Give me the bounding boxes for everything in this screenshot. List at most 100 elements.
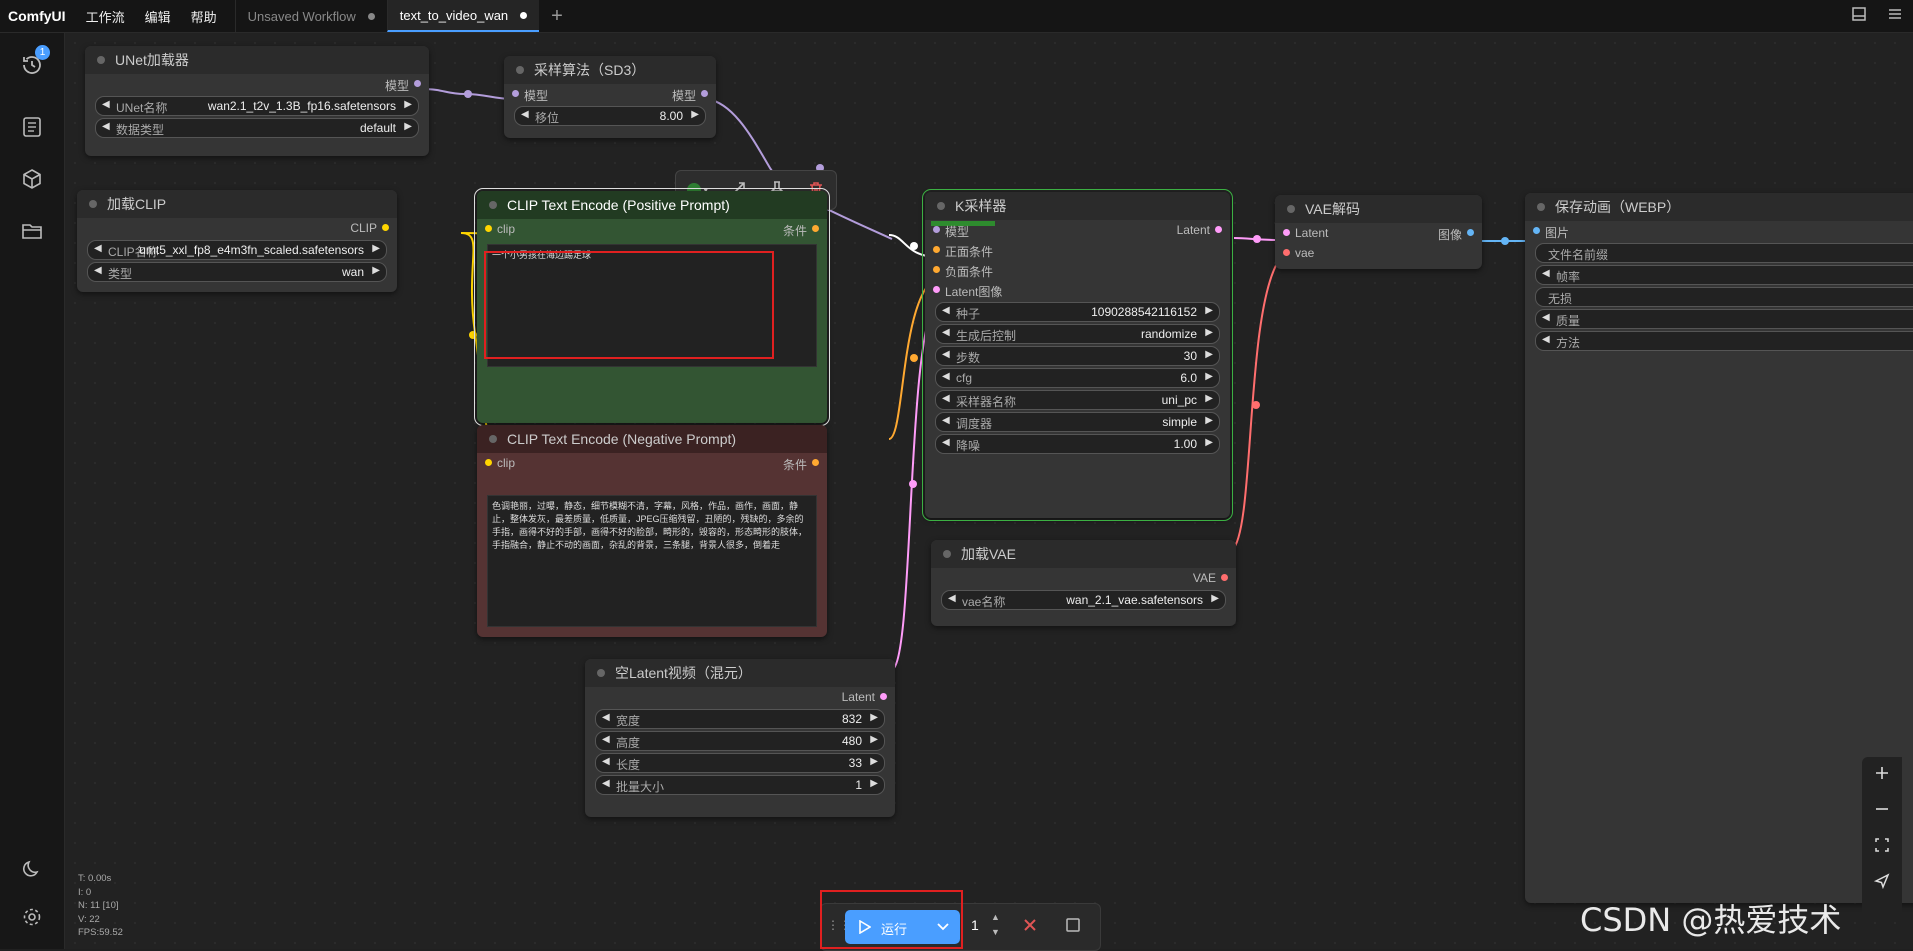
tab-label: text_to_video_wan	[399, 7, 509, 23]
input-slot[interactable]	[485, 459, 492, 466]
input-slot[interactable]	[1533, 227, 1540, 234]
output-slot[interactable]	[880, 693, 887, 700]
output-label: Latent	[1176, 223, 1210, 237]
positive-prompt-textarea[interactable]: 一个小男孩在海边踢足球	[487, 244, 817, 367]
node-library-button[interactable]	[16, 111, 48, 143]
batch-count-stepper[interactable]: ▲▼	[991, 912, 1000, 937]
stop-icon[interactable]	[1065, 917, 1081, 936]
output-label: 图像	[1437, 228, 1462, 242]
input-slot[interactable]	[485, 225, 492, 232]
output-slot[interactable]	[414, 80, 421, 87]
add-tab-button[interactable]: +	[551, 5, 563, 27]
zoom-out-button[interactable]	[1862, 793, 1902, 825]
output-slot[interactable]	[1221, 574, 1228, 581]
node-title: VAE解码	[1275, 195, 1482, 223]
queue-history-button[interactable]: 1	[16, 45, 50, 81]
menu-workflow[interactable]: 工作流	[85, 9, 125, 25]
run-mode-dropdown[interactable]	[926, 910, 960, 944]
input-slot[interactable]	[933, 246, 940, 253]
minus-icon	[1876, 808, 1888, 810]
node-title: 空Latent视频（混元）	[585, 659, 895, 687]
fit-view-button[interactable]	[1862, 829, 1902, 861]
hamburger-menu-icon[interactable]	[1877, 6, 1913, 27]
menu-help[interactable]: 帮助	[190, 9, 217, 25]
widget-filename-prefix[interactable]: 文件名前缀	[1535, 243, 1913, 263]
run-button[interactable]: 运行	[845, 910, 960, 944]
input-slot[interactable]	[512, 90, 519, 97]
run-label: 运行	[881, 922, 908, 937]
widget-method[interactable]: ◀方法	[1535, 331, 1913, 351]
stat-fps: FPS:59.52	[78, 927, 123, 938]
output-slot[interactable]	[812, 225, 819, 232]
settings-button[interactable]	[16, 901, 48, 933]
output-slot[interactable]	[812, 459, 819, 466]
cube-icon	[23, 169, 41, 189]
output-label: 模型	[384, 79, 409, 93]
tab-unsaved-workflow[interactable]: Unsaved Workflow	[234, 0, 387, 32]
menu-edit[interactable]: 编辑	[144, 9, 171, 25]
model-library-button[interactable]	[16, 163, 48, 195]
node-title: CLIP Text Encode (Negative Prompt)	[477, 425, 827, 453]
fit-screen-icon	[1875, 838, 1889, 852]
moon-icon	[23, 860, 39, 877]
input-slot[interactable]	[933, 286, 940, 293]
zoom-in-button[interactable]	[1862, 757, 1902, 789]
input-slot[interactable]	[1283, 249, 1290, 256]
negative-prompt-textarea[interactable]: 色调艳丽，过曝，静态，细节模糊不清，字幕，风格，作品，画作，画面，静止，整体发灰…	[487, 495, 817, 627]
input-slot[interactable]	[933, 266, 940, 273]
output-slot[interactable]	[1215, 226, 1222, 233]
queue-count-badge: 1	[35, 45, 50, 60]
output-slot[interactable]	[701, 90, 708, 97]
batch-count-input[interactable]: 1	[971, 917, 979, 933]
node-save-animated-webp[interactable]: 保存动画（WEBP） 图片 文件名前缀 ◀帧率 无损 ◀质量 ◀方法	[1525, 193, 1913, 903]
workflows-button[interactable]	[16, 215, 48, 247]
canvas-controls	[1862, 757, 1902, 917]
widget-fps[interactable]: ◀帧率	[1535, 265, 1913, 285]
panel-toggle-icon[interactable]	[1841, 6, 1877, 27]
input-label: 图片	[1545, 226, 1570, 240]
output-slot[interactable]	[1467, 229, 1474, 236]
output-slot[interactable]	[382, 224, 389, 231]
widget-lossless[interactable]: 无损	[1535, 287, 1913, 307]
history-icon	[23, 56, 41, 74]
canvas-stats: T: 0.00s I: 0 N: 11 [10] V: 22 FPS:59.52	[78, 872, 123, 940]
theme-toggle-button[interactable]	[16, 853, 48, 885]
tab-text-to-video-wan[interactable]: text_to_video_wan	[386, 0, 540, 32]
input-label: Latent图像	[945, 285, 1003, 299]
input-label: 负面条件	[945, 265, 994, 279]
pan-mode-button[interactable]	[1862, 865, 1902, 897]
widget-quality[interactable]: ◀质量	[1535, 309, 1913, 329]
input-slot[interactable]	[933, 226, 940, 233]
cancel-run-icon[interactable]	[1021, 916, 1039, 937]
input-slot[interactable]	[1283, 229, 1290, 236]
node-title: 保存动画（WEBP）	[1525, 193, 1913, 221]
chevron-down-icon	[937, 923, 949, 931]
